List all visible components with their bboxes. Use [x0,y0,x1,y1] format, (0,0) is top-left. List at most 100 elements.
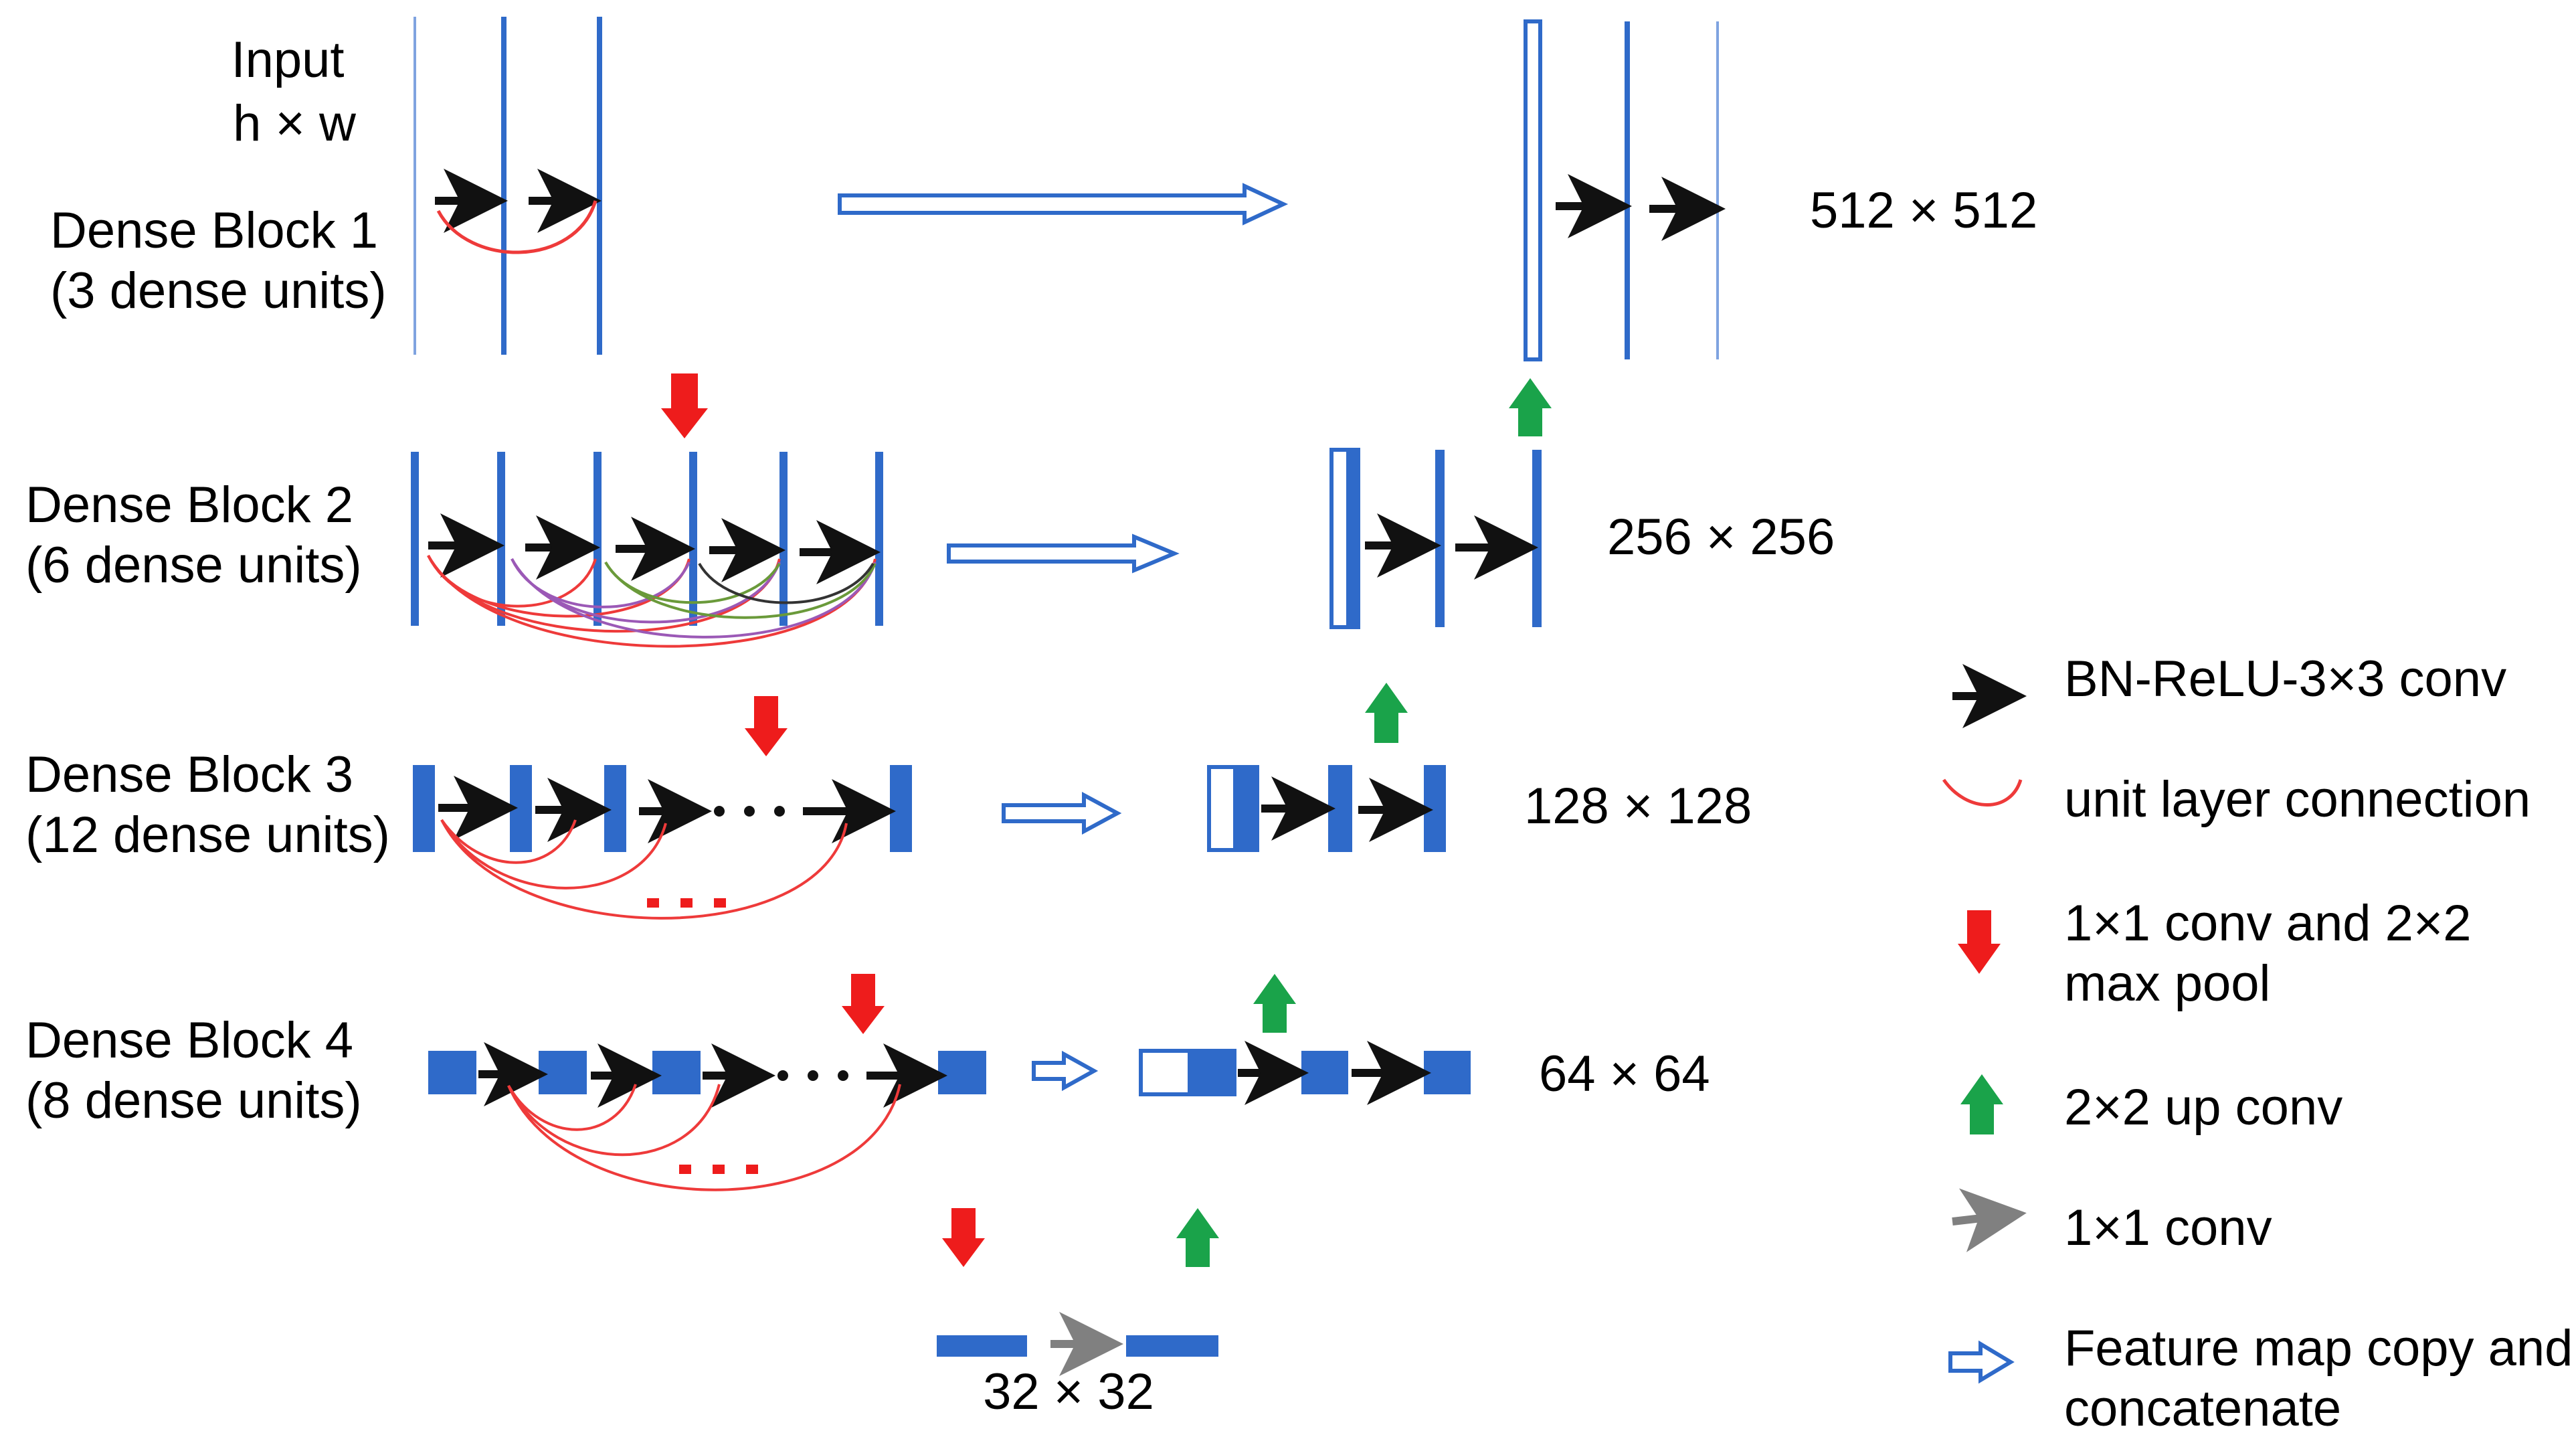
skip-connection-curve [427,555,781,633]
red-curve-icon [1942,778,2023,807]
skip-connection-curve [511,558,877,639]
legend-item-pool: 1×1 conv and 2×2 max pool [1958,895,2472,1012]
red-down-arrow-icon [842,974,885,1034]
unit-layer [938,1051,986,1094]
bottleneck-layer [937,1335,1027,1357]
resolution-label-2: 256 × 256 [1607,509,1835,566]
unit-layer [1716,21,1719,359]
block1-units: (3 dense units) [50,262,387,319]
ellipsis-dots [777,1070,848,1081]
unit-layer [413,765,435,852]
unit-layer [604,765,626,852]
skip-connection-curve [436,200,597,254]
skip-connection-curve [440,819,577,864]
resolution-label-5: 32 × 32 [983,1363,1154,1420]
red-ellipsis [679,1165,758,1174]
skip-connection-curve [507,1084,637,1131]
green-up-arrow-icon [1509,378,1552,436]
skip-connection-curve [427,555,597,608]
decoder-block-1: 512 × 512 [1524,19,2037,361]
skip-connection-curve [507,1084,901,1191]
skip-connection-curve [440,819,848,920]
skip-connection-curve [698,562,875,604]
legend-item-conv: BN-ReLU-3×3 conv [1952,651,2506,728]
bottleneck: 32 × 32 [937,1312,1218,1420]
legend-item-connection: unit layer connection [1942,771,2531,828]
unit-layer [597,17,602,355]
unit-layer [1301,1051,1348,1094]
blue-hollow-arrow-icon [1002,791,1122,835]
unit-layer [689,452,697,626]
unit-layer [539,1051,587,1094]
unit-layer [428,1051,476,1094]
decoder-block-2: 256 × 256 [1329,448,1835,629]
legend-item-upconv: 2×2 up conv [1960,1074,2342,1136]
gray-arrow-icon [1952,1188,2027,1252]
red-down-arrow-icon [745,696,788,756]
legend-label-upconv: 2×2 up conv [2064,1079,2342,1136]
input-label-line1: Input [231,31,344,88]
resolution-label-1: 512 × 512 [1810,182,2037,239]
block2-label: Dense Block 2 (6 dense units) [25,477,362,594]
upconv-arrows [1176,378,1552,1267]
legend-label-pool-line1: 1×1 conv and 2×2 [2064,895,2472,952]
block2-units: (6 dense units) [25,537,362,594]
legend: BN-ReLU-3×3 conv unit layer connection 1… [1942,651,2573,1435]
skip-connection-curve [427,555,691,618]
block2-title: Dense Block 2 [25,477,353,533]
unit-layer [1424,1051,1471,1094]
encoder-block-1 [413,17,602,355]
legend-label-pool-line2: max pool [2064,955,2270,1012]
unit-layer [875,452,883,626]
unit-layer [497,452,505,626]
unit-layer [779,452,788,626]
decoder-block-3: 128 × 128 [1207,765,1752,852]
unit-layer [501,17,507,355]
input-label: Input h × w [231,31,357,152]
blue-hollow-arrow-icon [1948,1340,2015,1384]
legend-item-copy: Feature map copy and concatenate [1948,1320,2573,1435]
unit-layer [1532,450,1542,627]
unit-layer [411,452,419,626]
blue-hollow-arrow-icon [947,533,1180,574]
skip-connection-curve [507,1084,721,1157]
red-down-arrow-icon [942,1208,985,1267]
green-up-arrow-icon [1365,683,1408,743]
input-label-line2: h × w [233,95,357,152]
pool-arrows [661,373,985,1267]
unit-layer [1435,450,1445,627]
unit-layer [413,17,416,355]
block1-title: Dense Block 1 [50,202,378,259]
decoder-block-4: 64 × 64 [1139,1041,1710,1105]
resolution-label-4: 64 × 64 [1539,1045,1710,1102]
block3-units: (12 dense units) [25,807,390,863]
block3-label: Dense Block 3 (12 dense units) [25,746,390,863]
legend-label-conv: BN-ReLU-3×3 conv [2064,651,2506,707]
unit-layer [510,765,532,852]
encoder-block-2 [411,452,883,648]
concat-layer [1524,19,1542,361]
blue-hollow-arrow-icon [1032,1050,1099,1092]
legend-label-copy-line1: Feature map copy and [2064,1320,2573,1377]
block4-title: Dense Block 4 [25,1012,353,1069]
legend-label-conv1x1: 1×1 conv [2064,1199,2272,1256]
legend-label-connection: unit layer connection [2064,771,2531,828]
unit-layer [1424,765,1446,852]
concat-layer-fill [1346,450,1358,627]
red-down-arrow-icon [661,373,708,438]
concat-layer-fill [1188,1051,1234,1094]
legend-item-conv1x1: 1×1 conv [1952,1188,2272,1256]
unit-layer [593,452,602,626]
unit-layer [1328,765,1352,852]
block4-label: Dense Block 4 (8 dense units) [25,1012,362,1129]
skip-connection-curve [511,558,781,624]
encoder-block-3 [413,765,912,920]
unit-layer [1625,21,1630,359]
ellipsis-dots [714,806,785,817]
green-up-arrow-icon [1960,1074,2003,1134]
block4-units: (8 dense units) [25,1072,362,1129]
unit-layer [890,765,912,852]
legend-label-copy-line2: concatenate [2064,1380,2341,1435]
resolution-label-3: 128 × 128 [1524,778,1752,835]
